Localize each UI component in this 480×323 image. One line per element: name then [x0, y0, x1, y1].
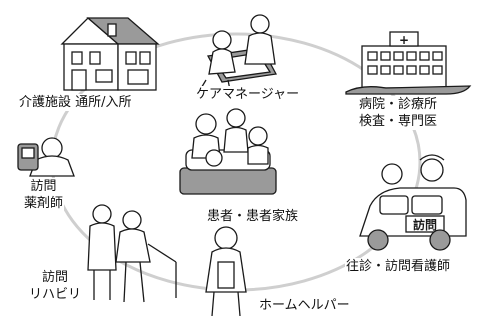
hospital-label: 病院・診療所 検査・専門医	[358, 96, 439, 130]
rehab-label: 訪問 リハビリ	[28, 269, 83, 303]
care-manager-label: ケアマネージャー	[195, 86, 301, 103]
home-helper-illustration	[205, 226, 247, 317]
hospital-illustration: +	[345, 31, 472, 95]
facility-label: 介護施設 通所/入所	[18, 94, 133, 111]
hospital-cross-icon: +	[399, 33, 409, 47]
rehab-illustration	[87, 204, 177, 303]
home-helper-label: ホームヘルパー	[258, 297, 351, 314]
care-manager-illustration	[199, 14, 278, 91]
facility-house-illustration	[60, 17, 160, 91]
patient-family-label: 患者・患者家族	[206, 208, 300, 225]
patient-family-illustration	[179, 108, 277, 195]
nurse-car-sign: 訪問	[413, 217, 437, 232]
nurse-label: 往診・訪問看護師	[345, 258, 452, 275]
pharmacist-label: 訪問 薬剤師	[23, 178, 65, 212]
nurse-car-illustration: 訪問	[359, 154, 467, 251]
pharmacist-illustration	[17, 137, 75, 177]
